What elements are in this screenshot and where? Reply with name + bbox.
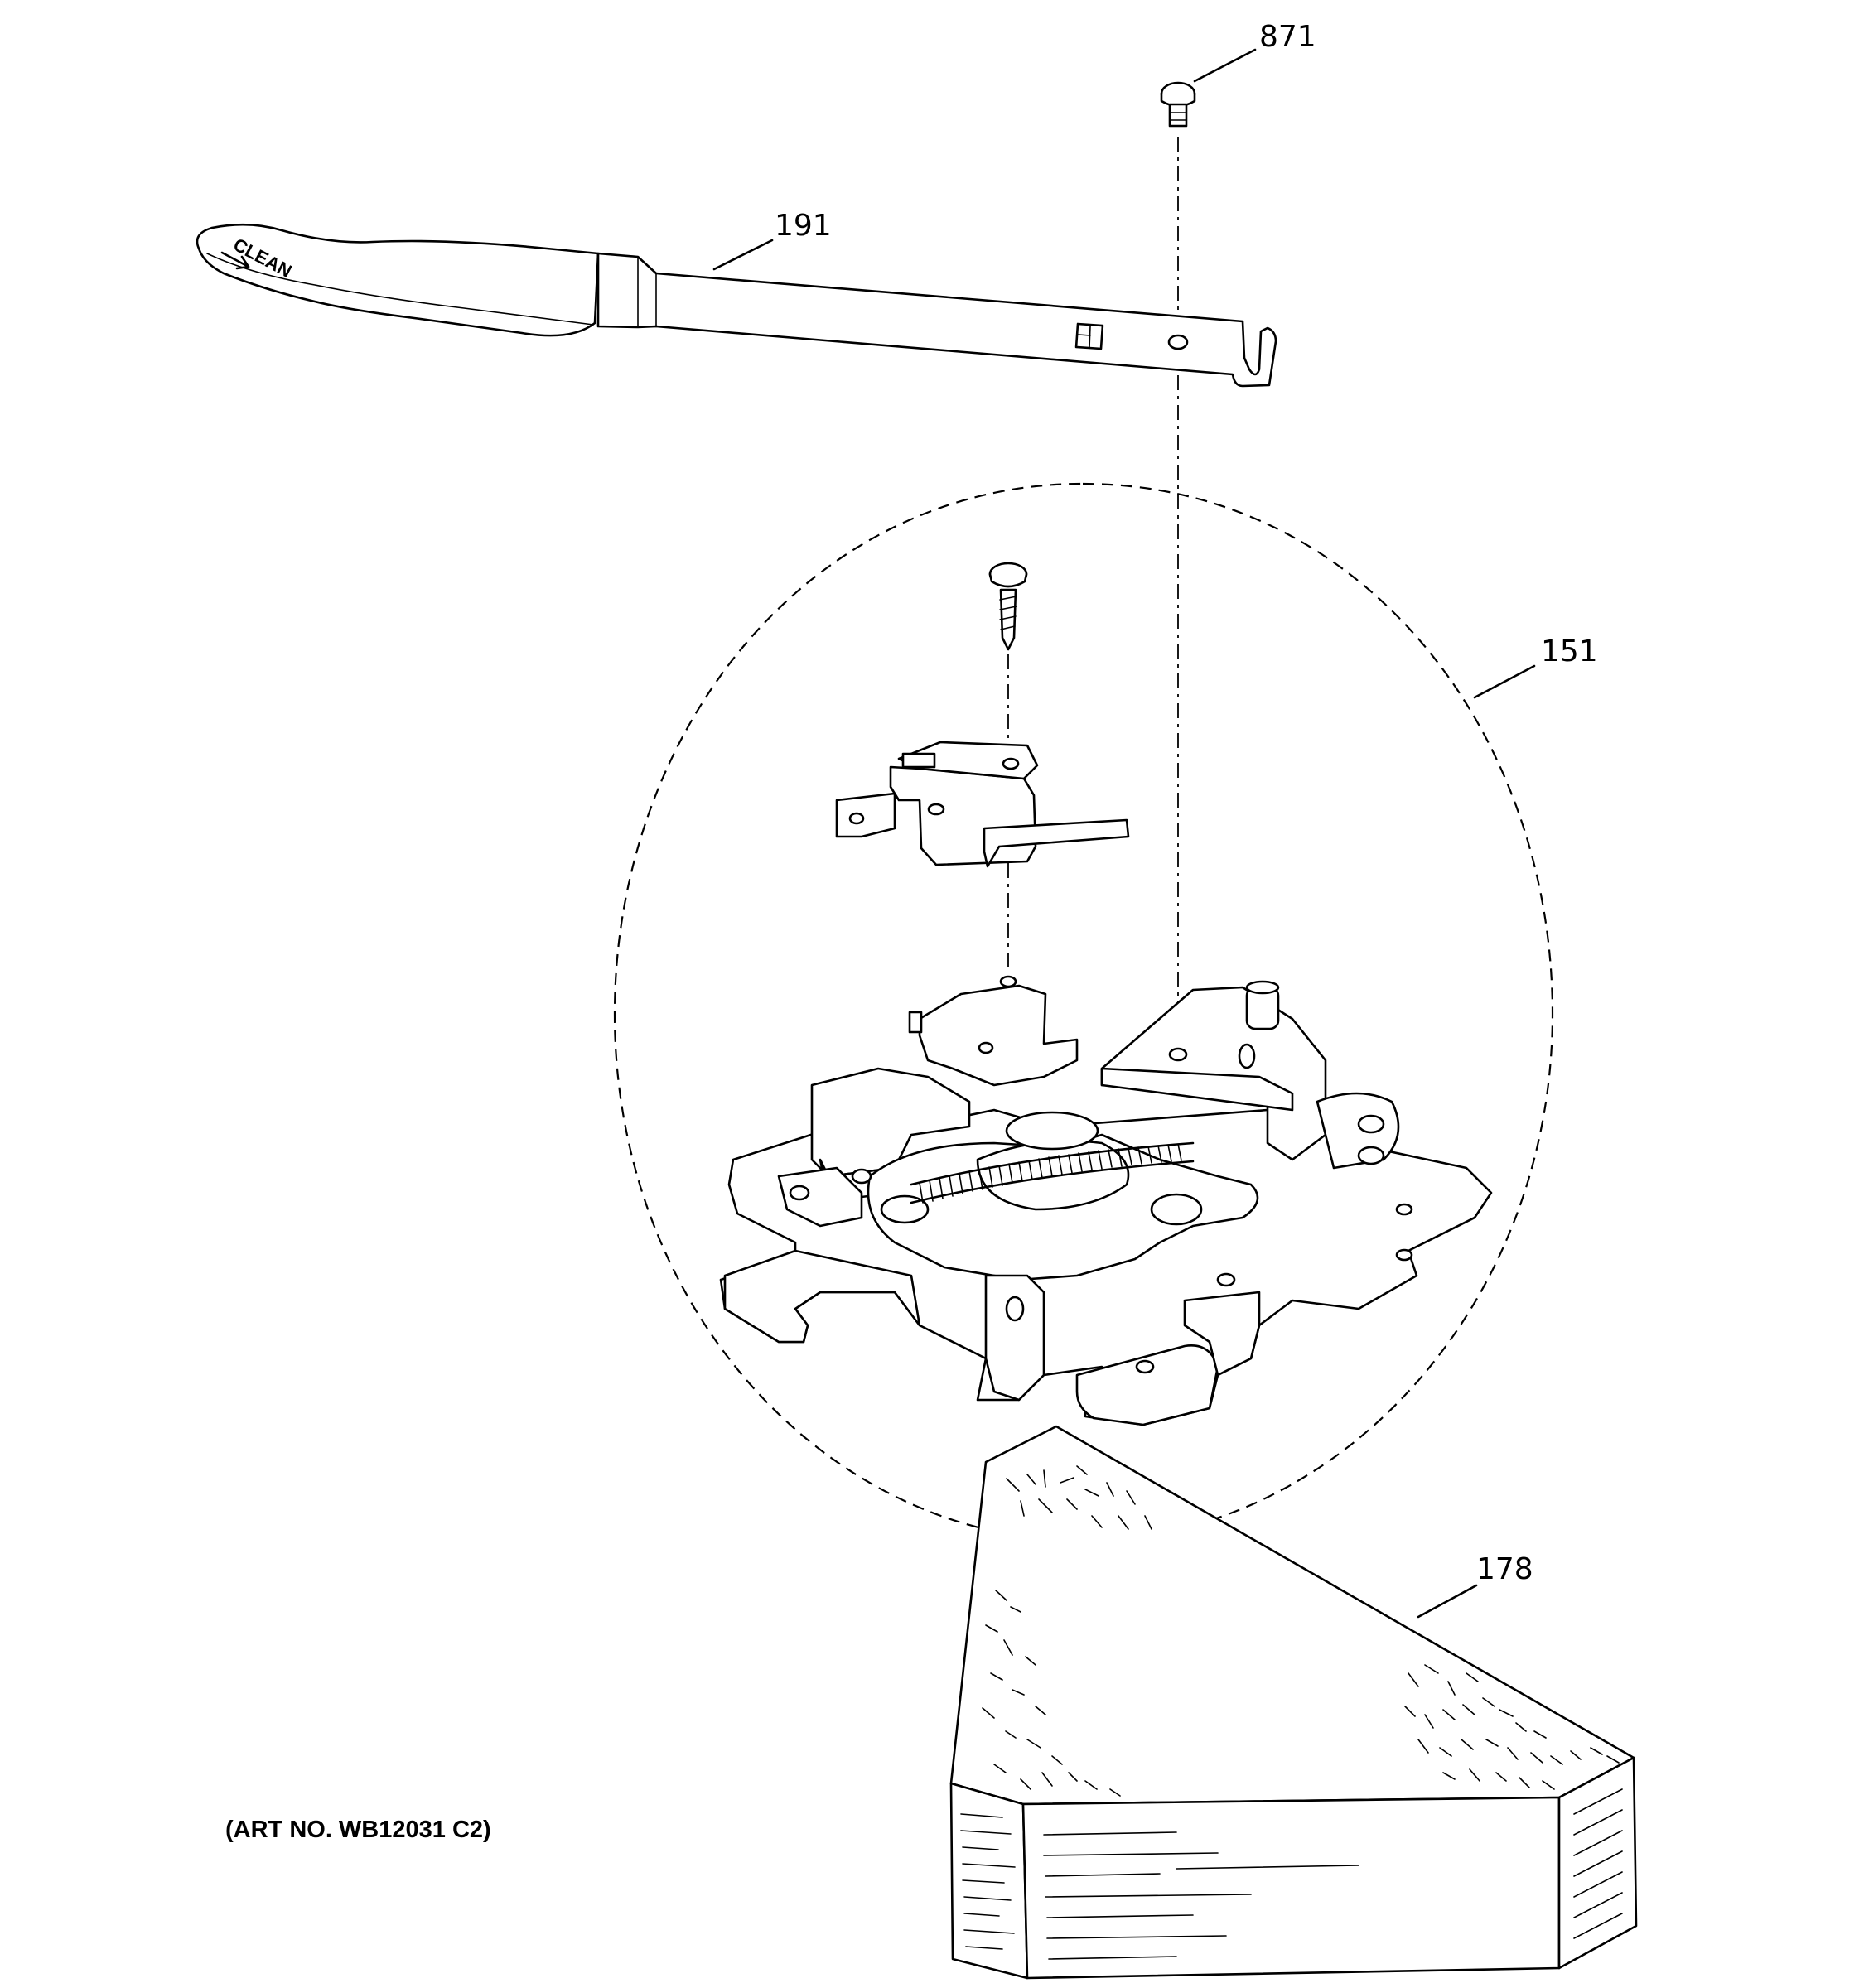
screw-871[interactable] bbox=[1160, 81, 1196, 128]
callout-871: 871 bbox=[1193, 20, 1316, 83]
insulation-block-178[interactable] bbox=[949, 1425, 1638, 1980]
callout-label-191: 191 bbox=[775, 209, 832, 243]
switch-screw[interactable] bbox=[988, 562, 1028, 651]
lock-mechanism[interactable] bbox=[719, 975, 1493, 1426]
art-number: (ART NO. WB12031 C2) bbox=[225, 1817, 491, 1843]
callout-151: 151 bbox=[1473, 635, 1598, 699]
callout-label-178: 178 bbox=[1476, 1552, 1533, 1586]
lever-191[interactable]: CLEAN bbox=[196, 223, 1277, 388]
callout-label-151: 151 bbox=[1541, 635, 1598, 668]
micro-switch[interactable] bbox=[835, 741, 1130, 868]
callout-178: 178 bbox=[1417, 1552, 1533, 1619]
callout-191: 191 bbox=[712, 209, 832, 271]
callout-label-871: 871 bbox=[1259, 20, 1316, 54]
